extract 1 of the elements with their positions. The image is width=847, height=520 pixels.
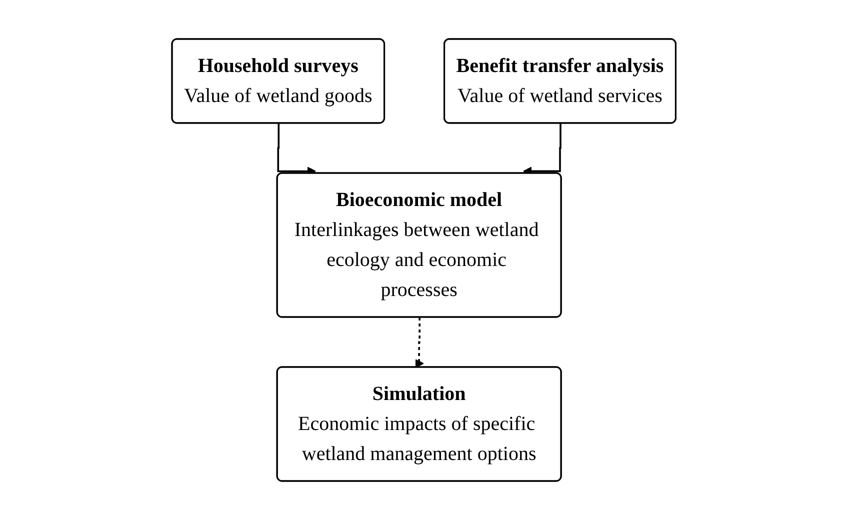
arrow [414, 318, 424, 368]
